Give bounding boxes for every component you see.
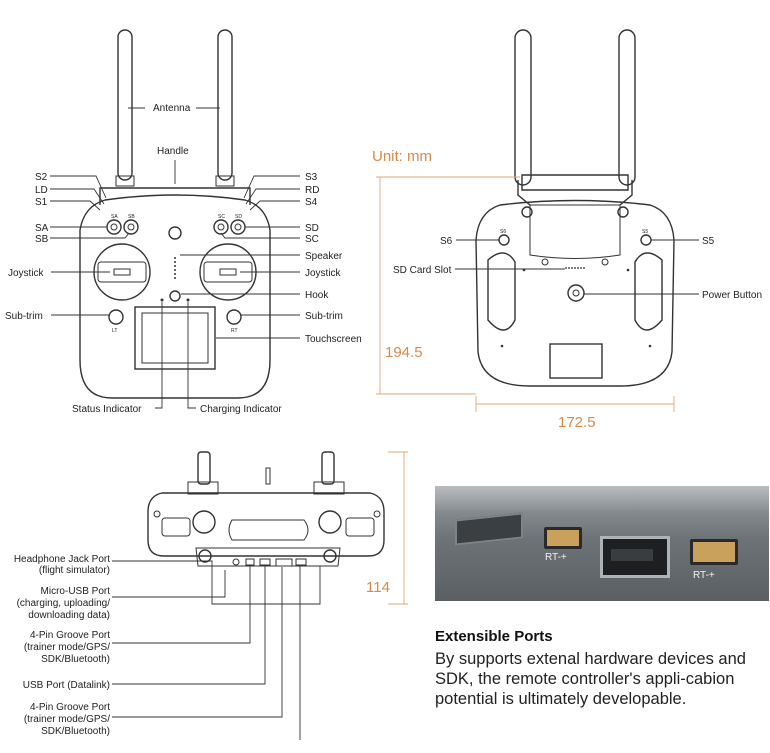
label-groove1-sub1: (trainer mode/GPS/ [24,642,110,653]
subtrim-left[interactable] [108,309,124,325]
photo-port-label-right: RT-+ [693,570,715,581]
label-s4: S4 [305,197,318,208]
label-groove2: 4-Pin Groove Port [30,702,110,713]
feature-body: By supports extenal hardware devices and… [435,650,746,708]
label-headphone-sub: (flight simulator) [39,565,110,576]
mark-s6: S6 [500,229,506,235]
label-status-indicator: Status Indicator [72,404,142,415]
label-micro-usb: Micro-USB Port [41,586,111,597]
label-subtrim-left: Sub-trim [5,311,43,322]
mark-sb: SB [128,214,135,220]
label-touchscreen: Touchscreen [305,334,362,345]
hook [169,290,181,302]
label-joystick-left: Joystick [8,268,45,279]
label-groove2-sub2: SDK/Bluetooth) [41,726,110,737]
label-groove1-sub2: SDK/Bluetooth) [41,654,110,665]
label-micro-usb-sub1: (charging, uploading/ [17,598,111,609]
label-groove2-sub1: (trainer mode/GPS/ [24,714,110,725]
ports-photo: RT-+ RT-+ [435,486,769,601]
mark-s5: S5 [642,229,648,235]
label-groove1: 4-Pin Groove Port [30,630,110,641]
sd-slot [455,512,523,546]
label-rd: RD [305,185,319,196]
label-s2: S2 [35,172,48,183]
label-s1: S1 [35,197,48,208]
label-subtrim-right: Sub-trim [305,311,343,322]
label-sb: SB [35,234,49,245]
power-button[interactable] [567,284,585,302]
label-sc: SC [305,234,319,245]
label-antenna: Antenna [153,103,191,114]
feature-block: Extensible Ports By supports extenal har… [435,628,769,709]
label-micro-usb-sub2: downloading data) [28,610,110,621]
mark-lt: LT [112,328,117,334]
antenna-left [117,29,133,181]
label-power-button: Power Button [702,290,762,301]
antenna-right [217,29,233,181]
label-sd: SD [305,223,319,234]
label-usb-port: USB Port (Datalink) [23,680,110,691]
mark-rt: RT [231,328,238,334]
mark-sc: SC [218,214,225,220]
dim-width: 172.5 [558,414,596,431]
subtrim-right[interactable] [226,309,242,325]
bottom-view: 114 Headphone Jack Port (flight simulato… [14,451,408,740]
label-ld: LD [35,185,48,196]
back-view: Unit: mm S6 S5 S6 S5 SD Card Slot Power … [372,29,762,431]
groove-port-left [544,527,582,549]
handle [99,187,251,205]
front-view: SA SB SC SD LT RT [5,29,362,415]
dim-height: 194.5 [385,344,423,361]
unit-label: Unit: mm [372,148,432,165]
label-s6: S6 [440,236,453,247]
label-joystick-right: Joystick [305,268,342,279]
label-handle: Handle [157,146,189,157]
touchscreen[interactable] [134,306,216,370]
label-charging-indicator: Charging Indicator [200,404,282,415]
photo-port-label-left: RT-+ [545,552,567,563]
groove-port-right [690,539,738,565]
label-hook: Hook [305,290,329,301]
label-headphone: Headphone Jack Port [14,554,110,565]
label-sa: SA [35,223,49,234]
usb-port [600,536,670,578]
mark-sa: SA [111,214,118,220]
label-s3: S3 [305,172,318,183]
front-body [79,194,271,399]
bottom-body [147,492,385,557]
mark-sd: SD [235,214,242,220]
feature-title: Extensible Ports [435,628,553,645]
label-sd-card-slot: SD Card Slot [393,265,452,276]
label-speaker: Speaker [305,251,343,262]
dim-depth: 114 [366,579,390,596]
label-s5: S5 [702,236,715,247]
